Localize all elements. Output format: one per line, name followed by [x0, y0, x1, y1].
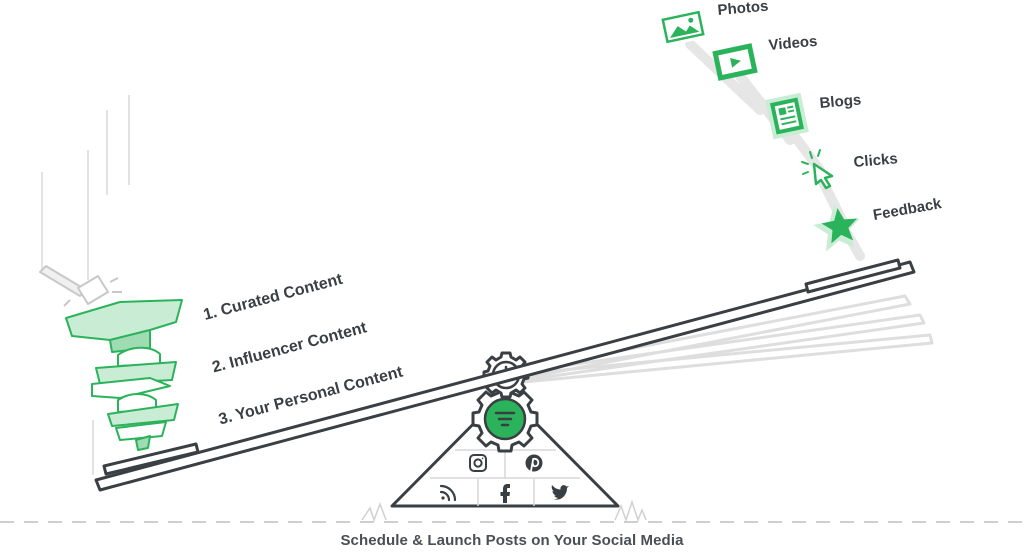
- output-clicks-label: Clicks: [853, 150, 899, 171]
- content-list-item-2: 2. Influencer Content: [210, 319, 369, 376]
- rss-icon: [439, 484, 457, 502]
- output-videos: Videos: [712, 33, 818, 81]
- chat-menu-gear: [471, 385, 539, 453]
- output-photos: Photos: [657, 0, 769, 47]
- pinterest-icon: [525, 454, 543, 472]
- chat-menu-icon: [494, 411, 516, 427]
- blog-icon: [765, 92, 809, 140]
- output-videos-label: Videos: [768, 33, 818, 54]
- facebook-icon: [500, 484, 510, 503]
- output-blogs: Blogs: [765, 91, 862, 140]
- twitter-icon: [551, 485, 569, 500]
- output-clicks: Clicks: [801, 149, 899, 190]
- diagram-caption: Schedule & Launch Posts on Your Social M…: [340, 532, 684, 549]
- hammer-icon: [39, 265, 122, 307]
- content-stack: [39, 265, 183, 451]
- seesaw-plank: [94, 258, 916, 492]
- ghost-planks: [518, 294, 934, 384]
- content-list-item-1: 1. Curated Content: [202, 271, 345, 324]
- star-icon: [813, 205, 860, 252]
- output-feedback-label: Feedback: [872, 195, 944, 224]
- speed-lines: [41, 95, 130, 475]
- photo-icon: [657, 7, 709, 47]
- cursor-click-icon: [801, 149, 834, 190]
- video-icon: [712, 43, 758, 81]
- content-list-item-3: 3. Your Personal Content: [217, 363, 405, 428]
- output-photos-label: Photos: [717, 0, 769, 19]
- content-list: 1. Curated Content 2. Influencer Content…: [202, 271, 406, 429]
- instagram-icon: [469, 454, 487, 472]
- output-blogs-label: Blogs: [819, 91, 862, 112]
